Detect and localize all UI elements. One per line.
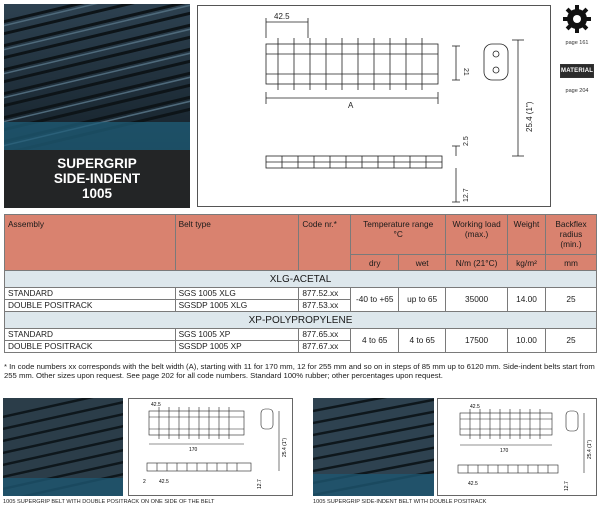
product-title-line2: SIDE-INDENT	[53, 171, 141, 186]
material-page-ref: page 204	[565, 88, 589, 94]
cell-code: 877.65.xx	[298, 328, 352, 341]
spec-table: Assembly Belt type Code nr.* Temperature…	[4, 214, 597, 353]
double-positrack-drawing-graphic: 42.5 170 25.4 (1") 42.5 2 12.7	[143, 402, 288, 489]
left-dim-height: 25.4 (1")	[282, 438, 288, 457]
cell-weight: 14.00	[507, 287, 546, 312]
cell-belt-type: SGS 1005 XLG	[174, 287, 300, 300]
double-positrack-photo	[3, 398, 123, 496]
cell-wet: up to 65	[398, 287, 447, 312]
header-temperature: Temperature range °C	[350, 214, 447, 255]
cell-belt-type: SGS 1005 XP	[174, 328, 300, 341]
right-caption: 1005 SUPERGRIP SIDE-INDENT BELT WITH DOU…	[313, 499, 487, 505]
side-indent-drawing: 42.5 170 25.4 (1") 42.5 12.7	[437, 398, 597, 496]
left-dim-width: 170	[189, 447, 198, 453]
header-temperature-unit: °C	[393, 229, 403, 239]
side-indent-photo	[313, 398, 434, 496]
material-label: MATERIAL	[560, 64, 594, 78]
dim-width: A	[348, 101, 354, 110]
right-dim-height: 25.4 (1")	[587, 440, 593, 459]
product-title-line1: SUPERGRIP	[57, 156, 137, 171]
header-load-unit: N/m (21°C)	[445, 254, 509, 271]
header-assembly: Assembly	[4, 214, 176, 271]
double-positrack-drawing: 42.5 170 25.4 (1") 42.5 2 12.7	[128, 398, 293, 496]
header-code: Code nr.*	[298, 214, 352, 271]
left-dim-bottom: 12.7	[257, 479, 263, 489]
sprocket-icon	[563, 5, 591, 33]
side-indent-drawing-graphic: 42.5 170 25.4 (1") 42.5 12.7	[457, 404, 593, 491]
left-caption: 1005 SUPERGRIP BELT WITH DOUBLE POSITRAC…	[3, 499, 215, 505]
technical-drawing-graphic: 42.5 A 21 25.4 (1") 2.5 12.7	[265, 12, 534, 203]
header-weight-unit: kg/m²	[507, 254, 546, 271]
dim-thickness: 21	[462, 68, 469, 76]
header-dry: dry	[350, 254, 400, 271]
cell-backflex: 25	[545, 328, 597, 353]
left-dim-gap: 2	[143, 479, 146, 485]
right-dim-pitch: 42.5	[470, 404, 480, 410]
product-title: SUPERGRIP SIDE-INDENT 1005	[4, 150, 190, 208]
cell-dry: -40 to +65	[350, 287, 400, 312]
cell-code: 877.52.xx	[298, 287, 352, 300]
dim-grip: 2.5	[463, 136, 470, 146]
header-temperature-label: Temperature range	[363, 219, 434, 229]
section-title-polypropylene: XP-POLYPROPYLENE	[4, 311, 597, 329]
sprocket-page-ref: page 161	[565, 40, 589, 46]
belt-photo	[4, 4, 190, 150]
header-load: Working load (max.)	[445, 214, 509, 255]
cell-load: 35000	[445, 287, 509, 312]
material-reference[interactable]: MATERIAL page 204	[559, 62, 595, 102]
cell-assembly: STANDARD	[4, 328, 176, 341]
header-belt-type: Belt type	[174, 214, 300, 271]
cell-weight: 10.00	[507, 328, 546, 353]
header-backflex-unit: mm	[545, 254, 597, 271]
technical-drawing: 42.5 A 21 25.4 (1") 2.5 12.7	[197, 5, 551, 207]
double-positrack-photo-graphic	[3, 398, 123, 496]
side-indent-photo-graphic	[313, 398, 434, 496]
cell-code: 877.67.xx	[298, 340, 352, 353]
right-dim-bottom: 12.7	[564, 481, 570, 491]
product-title-line3: 1005	[81, 186, 113, 201]
sprocket-reference[interactable]: page 161	[559, 4, 595, 48]
right-dim-offset: 42.5	[468, 481, 478, 487]
cell-belt-type: SGSDP 1005 XP	[174, 340, 300, 353]
cell-assembly: STANDARD	[4, 287, 176, 300]
footnote: * In code numbers xx corresponds with th…	[4, 362, 595, 381]
dim-height: 25.4 (1")	[525, 101, 534, 132]
left-dim-offset: 42.5	[159, 479, 169, 485]
header-backflex: Backflex radius (min.)	[545, 214, 597, 255]
header-wet: wet	[398, 254, 447, 271]
cell-assembly: DOUBLE POSITRACK	[4, 299, 176, 312]
left-dim-pitch: 42.5	[151, 402, 161, 408]
cell-dry: 4 to 65	[350, 328, 400, 353]
cell-load: 17500	[445, 328, 509, 353]
right-dim-width: 170	[500, 448, 509, 454]
dim-bottom: 12.7	[463, 188, 470, 202]
section-title-acetal: XLG-ACETAL	[4, 270, 597, 288]
belt-photo-graphic	[4, 4, 190, 150]
cell-wet: 4 to 65	[398, 328, 447, 353]
cell-backflex: 25	[545, 287, 597, 312]
cell-code: 877.53.xx	[298, 299, 352, 312]
dim-pitch: 42.5	[274, 12, 290, 21]
cell-belt-type: SGSDP 1005 XLG	[174, 299, 300, 312]
cell-assembly: DOUBLE POSITRACK	[4, 340, 176, 353]
header-weight: Weight	[507, 214, 546, 255]
